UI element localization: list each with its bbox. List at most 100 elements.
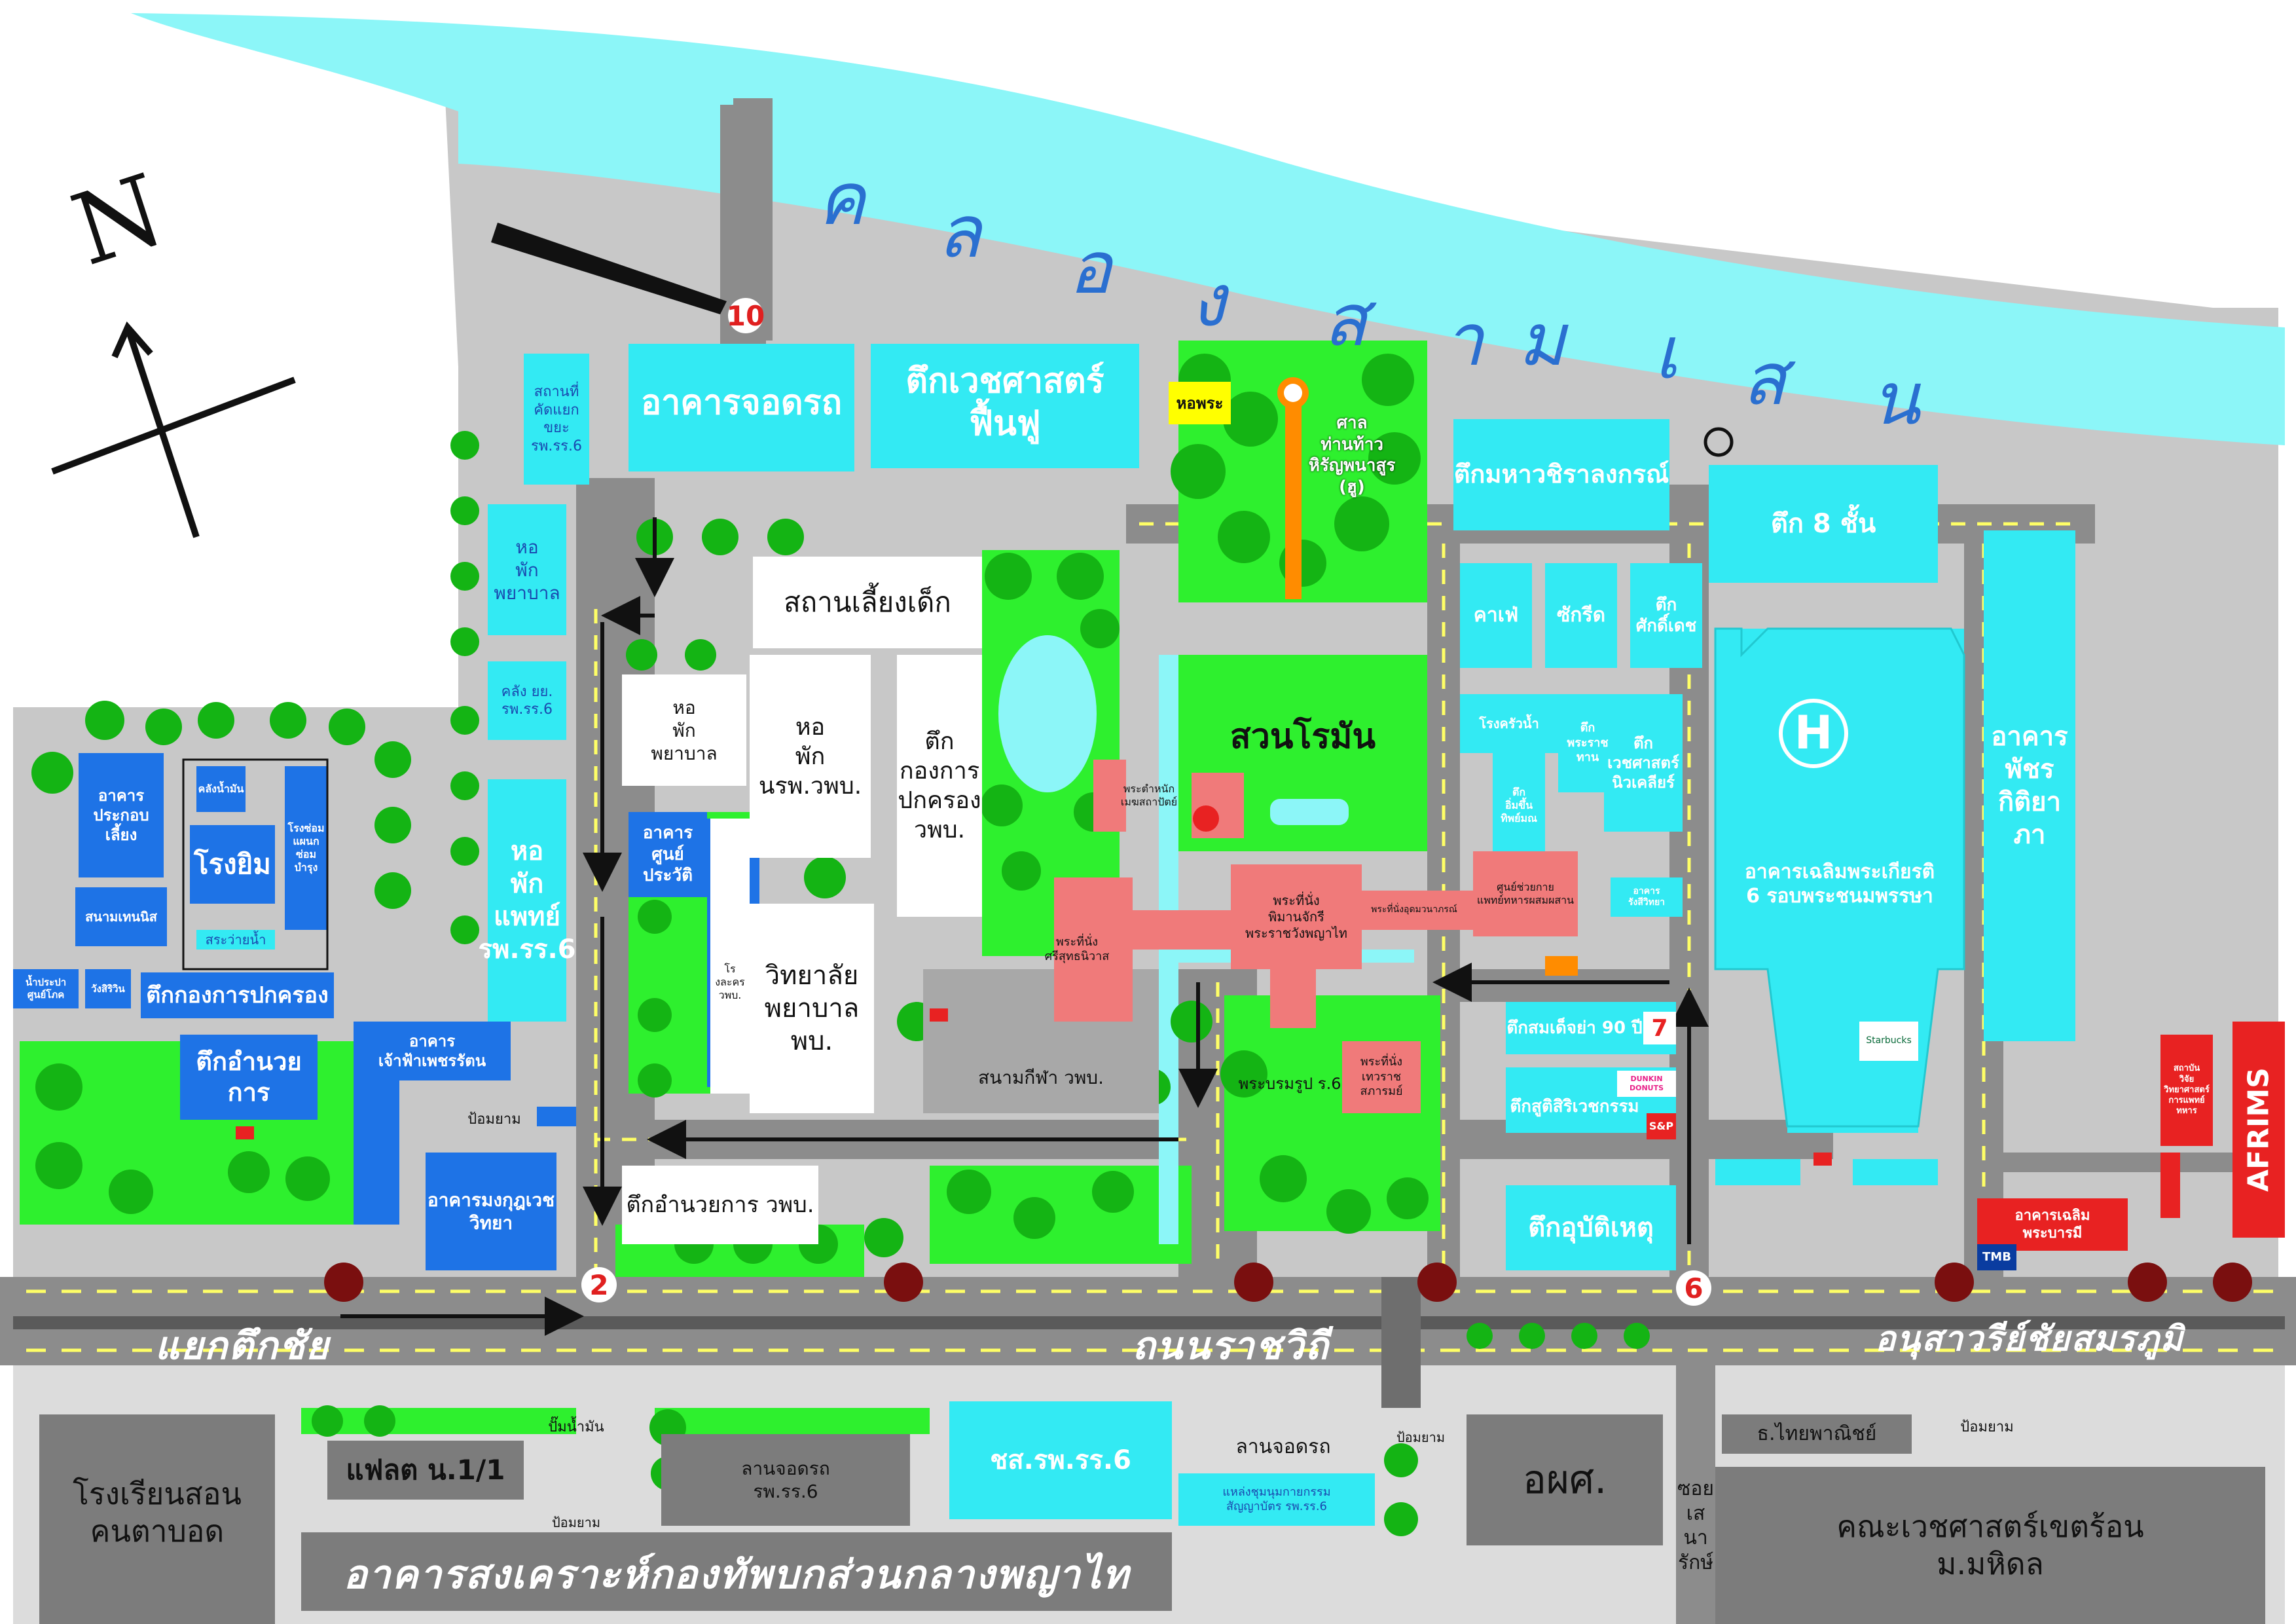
guard-post-left: ป้อมยาม	[467, 1111, 521, 1128]
canal-letter: อ	[1068, 226, 1112, 310]
traffic-arrows	[340, 517, 1709, 1336]
scb-bank[interactable]: ธ.ไทยพาณิชย์	[1757, 1422, 1877, 1446]
family-building[interactable]: อาคาร ประกอบ เลี้ยง	[93, 786, 149, 844]
integrated-medicine[interactable]: ศูนย์ช่วยกาย แพทย์ทหารผสมผสาน	[1476, 881, 1575, 906]
canal-letter: ค	[817, 157, 866, 242]
chaophet-building[interactable]: อาคาร เจ้าฟ้าเพชรรัตน	[378, 1032, 486, 1070]
landmark-circle	[1704, 427, 1734, 457]
pool[interactable]: สระว่ายน้ำ	[205, 931, 266, 948]
welfare-building[interactable]: อาคารสงเคราะห์กองทัพบกส่วนกลางพญาไท	[343, 1551, 1130, 1598]
canal-letter: เ	[1654, 311, 1679, 396]
royal-palace	[1054, 760, 1578, 1113]
mahachira-building[interactable]: ตึกมหาวชิราลงกรณ์	[1453, 460, 1669, 489]
canal-letter: น	[1870, 357, 1920, 441]
waste-station[interactable]: สถานที่ คัดแยก ขยะ รพ.รร.6	[531, 384, 582, 454]
warehouse[interactable]: คลัง ยย. รพ.รร.6	[501, 683, 553, 718]
building-90-years[interactable]: ตึกสมเด็จย่า 90 ปี	[1506, 1018, 1643, 1038]
main-hospital-shape	[1714, 627, 1965, 1128]
nurse-dorm-left[interactable]: หอ พัก พยาบาล	[494, 536, 560, 604]
chaloem-building[interactable]: อาคารเฉลิม พระบารมี	[2014, 1207, 2090, 1242]
gate-10-marker[interactable]: 10	[727, 298, 765, 333]
military-research[interactable]: สถาบัน วิจัย วิทยาศาสตร์ การแพทย์ ทหาร	[2164, 1063, 2210, 1116]
obstetrics-building[interactable]: ตึกสูติสิริเวชกรรม	[1510, 1096, 1639, 1116]
eight-floor-building[interactable]: ตึก 8 ชั้น	[1770, 509, 1876, 539]
veterans-org[interactable]: อผศ.	[1522, 1456, 1607, 1503]
seven-eleven-logo[interactable]: 7	[1643, 1012, 1676, 1044]
accident-building[interactable]: ตึกอุบัติเหตุ	[1528, 1213, 1654, 1243]
guard-post-south-3: ป้อมยาม	[1960, 1419, 2014, 1436]
mongkut-building[interactable]: อาคารมงกุฎเวช วิทยา	[427, 1189, 555, 1234]
gate-2-marker[interactable]: 2	[581, 1267, 617, 1302]
royal-statue-hall[interactable]: พระที่นั่ง เทวราช สภารมย์	[1360, 1055, 1403, 1099]
canal-letter: า	[1443, 298, 1484, 382]
king-statue[interactable]: พระบรมรูป ร.6	[1238, 1075, 1341, 1093]
wpb-director[interactable]: ตึกอำนวยการ วพบ.	[626, 1191, 814, 1218]
parking-building[interactable]: อาคารจอดรถ	[640, 382, 843, 422]
nuclear-building[interactable]: ตึก เวชศาสตร์ นิวเคลียร์	[1607, 734, 1679, 792]
sakdidech-building[interactable]: ตึก ศักดิ์เดช	[1635, 595, 1697, 637]
palace-fountain	[1193, 805, 1219, 832]
radiology-building[interactable]: อาคาร รังสีวิทยา	[1628, 885, 1666, 908]
gate-6-marker[interactable]: 6	[1676, 1270, 1711, 1306]
kitchen[interactable]: โรงครัวน้ำ	[1479, 715, 1539, 731]
gas-station[interactable]: ปั๊มน้ำมัน	[548, 1419, 604, 1436]
cooperative-shop[interactable]: ชส.รพ.รร.6	[990, 1445, 1131, 1475]
orange-marker	[1545, 956, 1578, 976]
gym-outline	[182, 758, 329, 970]
tower-box	[1169, 382, 1231, 424]
cafe[interactable]: คาเฟ่	[1473, 604, 1519, 627]
royal-left-hall[interactable]: พระที่นั่ง ศรีสุทธนิวาส	[1044, 934, 1110, 964]
guard-post-south-2: ป้อมยาม	[1396, 1429, 1446, 1445]
veteran-office[interactable]: แหล่งชุมนุมกายกรรม สัญญาบัตร รพ.รร.6	[1222, 1485, 1331, 1514]
student-dorm[interactable]: หอ พัก นรพ.วพบ.	[758, 713, 862, 800]
stadium[interactable]: สนามกีฬา วพบ.	[978, 1066, 1104, 1088]
parking-south-1[interactable]: ลานจอดรถ รพ.รร.6	[741, 1458, 830, 1502]
starbucks-logo[interactable]: Starbucks	[1859, 1022, 1918, 1061]
patchara-building[interactable]: อาคาร พัชร กิติยาภา	[1991, 722, 2068, 850]
royal-gift-building[interactable]: ตึก พระราช ทาน	[1567, 721, 1609, 765]
snp-logo[interactable]: S&P	[1647, 1113, 1676, 1139]
royal-right-hall[interactable]: พระที่นั่งอุดมวนาภรณ์	[1371, 904, 1457, 915]
gym-fuel-store[interactable]: คลังน้ำมัน	[198, 783, 244, 795]
flags	[236, 1008, 1832, 1166]
nursing-college[interactable]: วิทยาลัย พยาบาล พบ.	[764, 961, 860, 1056]
afrims-building[interactable]: AFRIMS	[2242, 1067, 2276, 1192]
main-hospital[interactable]: อาคารเฉลิมพระเกียรติ 6 รอบพระชนมพรรษา	[1744, 860, 1935, 908]
laundry[interactable]: ซักรีด	[1556, 604, 1606, 627]
doctor-dorm[interactable]: หอ พัก แพทย์ รพ.รร.6	[478, 836, 576, 965]
small-building[interactable]: ตึก อิ่มขึ้น ทิพย์มณ	[1501, 786, 1537, 824]
blind-school[interactable]: โรงเรียนสอน คนตาบอด	[73, 1475, 242, 1549]
canal-letter: ส	[1323, 278, 1368, 363]
repair-shop[interactable]: โรงซ่อม แผนก ซ่อม บำรุง	[287, 822, 325, 874]
tower[interactable]: หอพระ	[1176, 394, 1224, 413]
tropical-medicine[interactable]: คณะเวชศาสตร์เขตร้อน ม.มหิดล	[1836, 1508, 2144, 1582]
pointer-hand	[491, 223, 727, 314]
water-supply[interactable]: น้ำประปา ศูนย์โภค	[25, 976, 67, 1001]
admin-building[interactable]: ตึกกองการปกครอง	[146, 982, 329, 1008]
romance-garden[interactable]: สวนโรมัน	[1230, 716, 1376, 756]
shrine[interactable]: ศาล ท่านท้าว หิรัญพนาสูร (ฮู)	[1308, 413, 1396, 497]
canal-letter: ล	[937, 190, 981, 274]
road-label-left: แยกตึกชัย	[155, 1323, 330, 1368]
royal-main-hall[interactable]: พระที่นั่ง พิมานจักรี พระราชวังพญาไท	[1245, 892, 1347, 941]
history-center[interactable]: อาคาร ศูนย์ ประวัติ	[642, 823, 693, 886]
north-label: N	[60, 153, 177, 289]
tennis-court[interactable]: สนามเทนนิส	[85, 908, 157, 925]
dunkin-logo[interactable]: DUNKIN DONUTS	[1617, 1071, 1676, 1097]
wangsiriwin[interactable]: วังสิริวิน	[91, 982, 125, 995]
nurse-dorm-white[interactable]: หอ พัก พยาบาล	[651, 696, 718, 764]
tmb-logo[interactable]: TMB	[1977, 1244, 2016, 1270]
canal-letter: ง	[1190, 259, 1226, 343]
nursery[interactable]: สถานเลี้ยงเด็ก	[784, 585, 951, 618]
male-dorm[interactable]: หอ พัก นศ. ชาย	[722, 992, 744, 1050]
parking-south-2[interactable]: ลานจอดรถ	[1235, 1435, 1331, 1459]
director-building[interactable]: ตึกอำนวยการ	[196, 1046, 302, 1107]
royal-residence-small[interactable]: พระตำหนัก เมฆสถาปัตย์	[1120, 783, 1178, 808]
admin-wpb[interactable]: ตึก กองการ ปกครอง วพบ.	[898, 728, 981, 843]
canal-letter: ม	[1518, 298, 1566, 382]
gym[interactable]: โรงยิม	[194, 847, 271, 880]
theatre[interactable]: โร งละคร วพบ.	[715, 963, 745, 1001]
pool-marker	[196, 930, 275, 950]
rehab-building[interactable]: ตึกเวชศาสตร์ฟื้นฟู	[905, 361, 1104, 443]
flat-building[interactable]: แฟลต น.1/1	[346, 1453, 505, 1486]
